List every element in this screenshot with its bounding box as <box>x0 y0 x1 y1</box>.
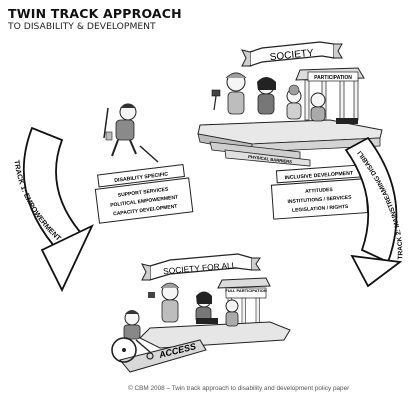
copyright-footer: © CBM 2008 – Twin track approach to disa… <box>128 385 350 392</box>
right-panel-item: INSTITUTIONS / SERVICES <box>287 195 352 206</box>
right-panel: INCLUSIVE DEVELOPMENT ATTITUDES INSTITUT… <box>270 164 369 220</box>
right-panel-heading: INCLUSIVE DEVELOPMENT <box>284 170 354 181</box>
track-1-arrow: TRACK 1: EMPOWERMENT <box>12 126 94 293</box>
full-participation-label: FULL PARTICIPATION <box>225 288 267 293</box>
top-society-scene: PHYSICAL BARRIERS PARTICIPATION SOCIETY <box>103 41 383 167</box>
left-panel: DISABILITY SPECIFIC SUPPORT SERVICES POL… <box>94 164 194 224</box>
diagram-subtitle: TO DISABILITY & DEVELOPMENT <box>8 21 156 32</box>
participation-label: PARTICIPATION <box>314 75 352 81</box>
physical-barriers-label: PHYSICAL BARRIERS <box>248 154 293 164</box>
wheelchair-user <box>111 310 154 363</box>
right-panel-item: LEGISLATION / RIGHTS <box>292 204 349 214</box>
right-panel-item: ATTITUDES <box>305 187 334 195</box>
bottom-society-scene: SOCIETY FOR ALL FULL PARTICIPATION ACCES… <box>111 253 291 373</box>
society-banner-label: SOCIETY <box>269 48 314 64</box>
person-with-crutches <box>103 103 159 163</box>
people-group-top <box>211 72 358 124</box>
people-group-bottom <box>148 282 239 327</box>
diagram-title: TWIN TRACK APPROACH <box>8 6 182 21</box>
